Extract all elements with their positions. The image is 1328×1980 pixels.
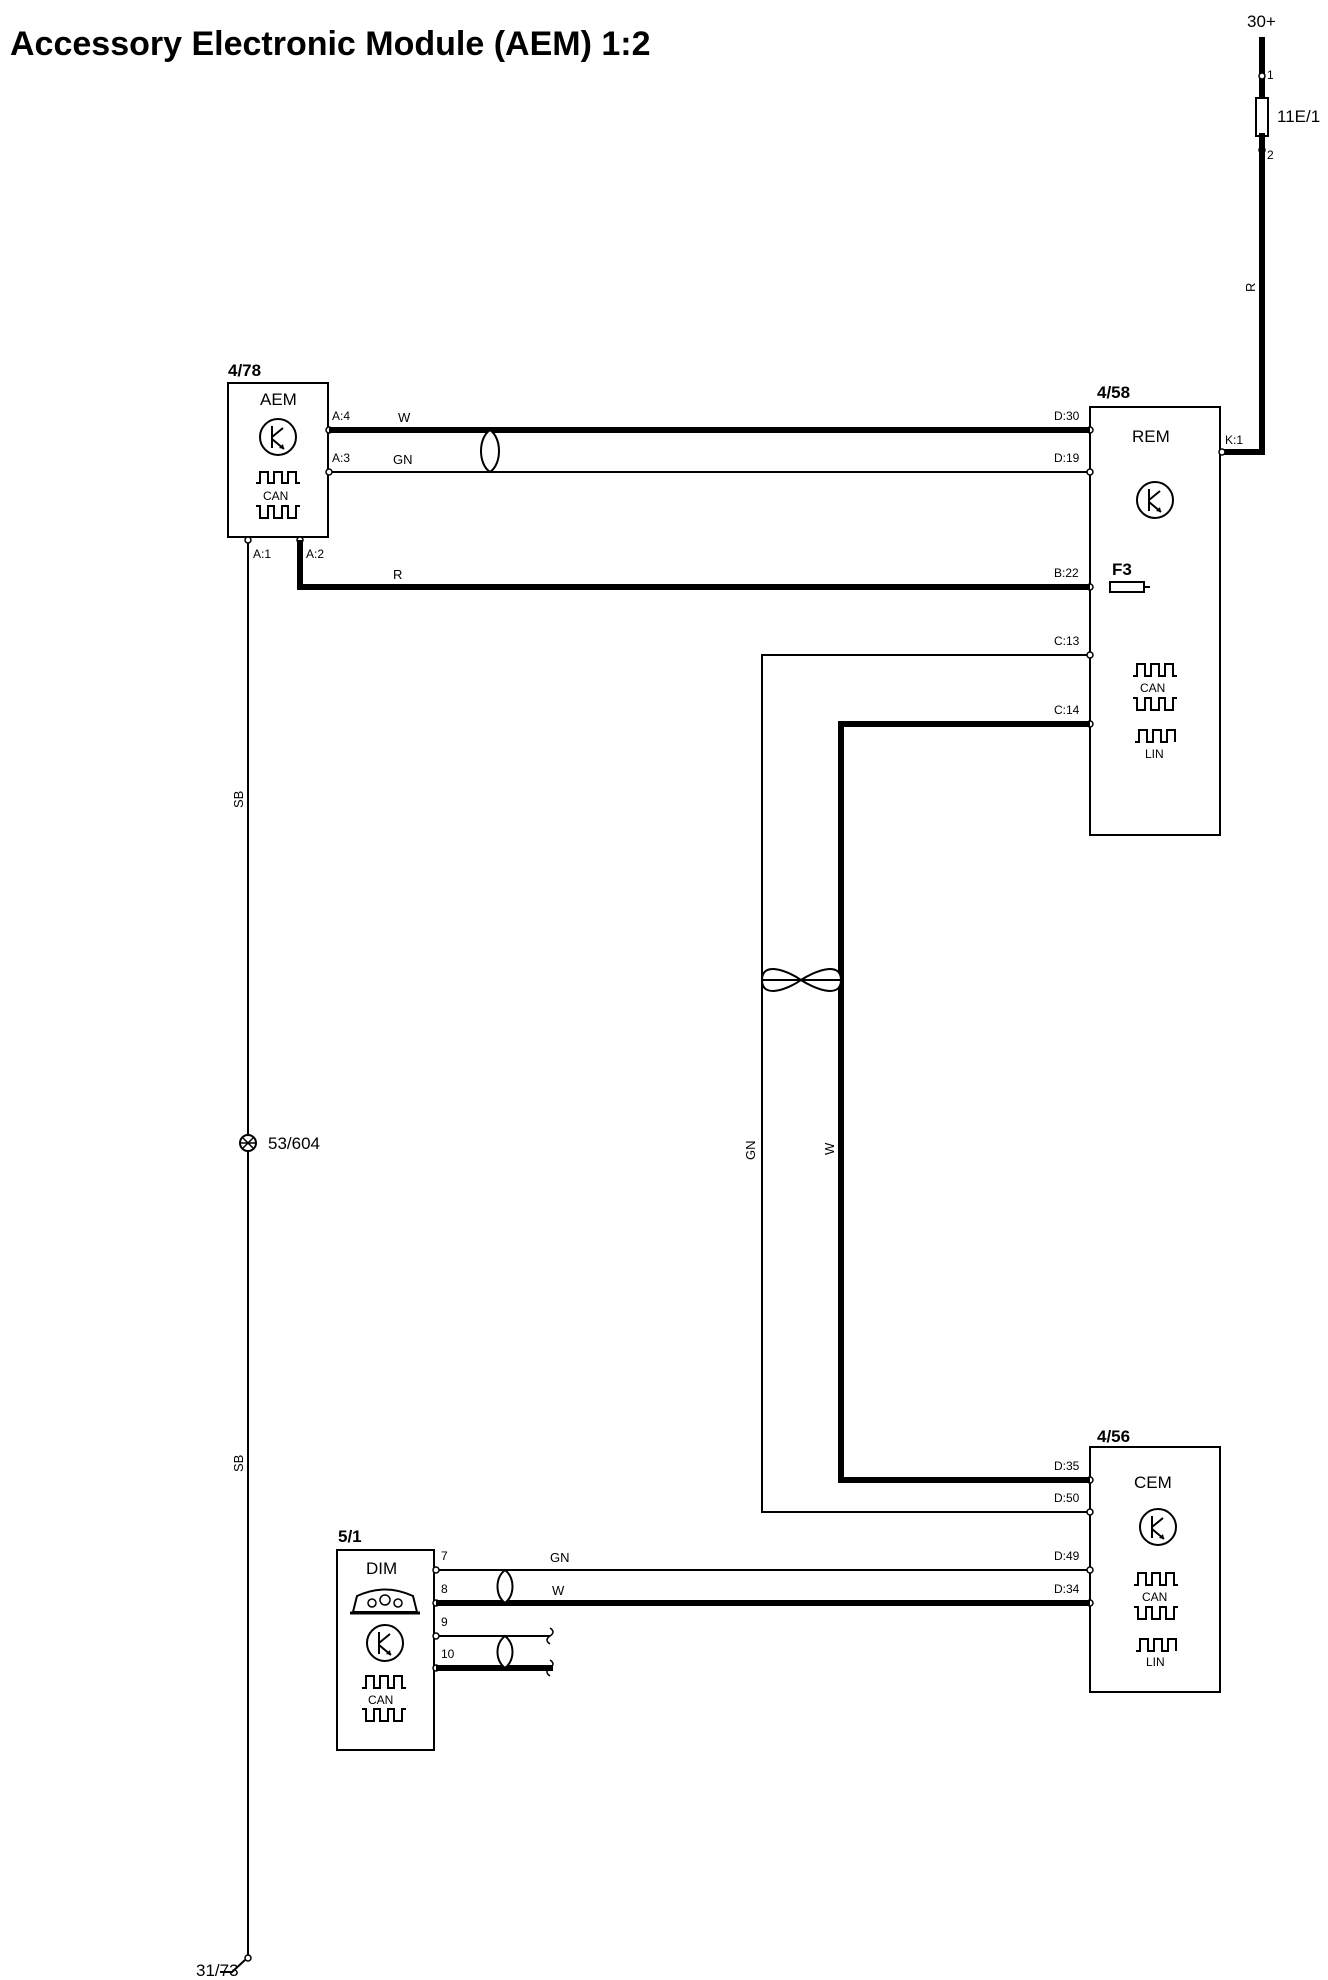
rem-pin-d19-label: D:19 [1054,451,1080,465]
cem-can-label: CAN [1142,1590,1167,1604]
wire-a3-d19-color: GN [393,452,413,467]
rem-pin-d19 [1086,468,1094,476]
transistor-icon [259,418,297,456]
ground-point [244,1954,252,1962]
wire-7-d49-color: GN [550,1550,570,1565]
twisted-pair-symbol [480,428,500,474]
dim-cem-wires: GN W [436,1550,1090,1677]
ground-icon [220,1959,246,1973]
supply-label: 30+ [1247,12,1276,31]
aem-name: AEM [260,390,297,409]
aem-box [227,382,329,538]
aem-ref: 4/78 [228,361,261,380]
wire-c14-d35-color: W [822,1142,837,1155]
can-signal-icon [256,471,300,519]
rem-fuse-f3-label: F3 [1112,560,1132,579]
dim-pin-10-label: 10 [441,1647,455,1661]
rem-pin-c13-label: C:13 [1054,634,1080,648]
aem-pin-a2-label: A:2 [306,547,324,561]
cem-pin-d49-label: D:49 [1054,1549,1080,1563]
supply-wire-color: R [1243,283,1258,292]
rem-pin-b22-label: B:22 [1054,566,1079,580]
aem-pin-a3 [325,468,333,476]
fuse-pin-out-label: 2 [1267,148,1274,162]
wire-break-icon [546,1659,554,1677]
dim-pin-8-label: 8 [441,1582,448,1596]
transistor-icon [1139,1508,1177,1546]
diagram-title: Accessory Electronic Module (AEM) 1:2 [10,25,651,63]
dim-ref: 5/1 [338,1527,362,1546]
aem-rem-wires: W GN R [297,410,1090,590]
aem-pin-a3-label: A:3 [332,451,350,465]
splice-label: 53/604 [268,1134,320,1153]
instrument-cluster-icon [350,1588,420,1615]
dim-can-label: CAN [368,1693,393,1707]
transistor-icon [1136,481,1174,519]
wire-a4-d30-color: W [398,410,411,425]
rem-module: 4/58 REM F3 CAN LIN D:30 D:19 B:22 C:13 [1054,383,1243,836]
rem-lin-label: LIN [1145,747,1164,761]
rem-pin-d30-label: D:30 [1054,409,1080,423]
wire-a2-b22 [297,540,1090,590]
fuse-pin-in [1258,72,1266,80]
cem-pin-d35-label: D:35 [1054,1459,1080,1473]
ground-wire: SB SB 53/604 31/73 [196,543,320,1980]
aem-can-label: CAN [263,489,288,503]
rem-pin-k1 [1218,448,1226,456]
cem-ref: 4/56 [1097,1427,1130,1446]
dim-pin-9-label: 9 [441,1615,448,1629]
transistor-icon [366,1624,404,1662]
can-signal-icon [1134,1572,1178,1620]
wire-8-d34-color: W [552,1583,565,1598]
wire-c14-d35 [838,721,1090,1483]
power-supply: 30+ 1 11E/1 2 R [1219,12,1320,455]
ground-wire-lower-color: SB [231,1455,246,1472]
rem-name: REM [1132,427,1170,446]
can-signal-icon [1133,663,1177,711]
ground-label: 31/73 [196,1961,239,1980]
lin-signal-icon [1135,729,1176,743]
rem-ref: 4/58 [1097,383,1130,402]
fuse-11e1 [1255,97,1269,137]
dim-pin-9 [432,1632,440,1640]
wire-c13-d50 [761,654,1087,1513]
cem-name: CEM [1134,1473,1172,1492]
wire-a2-b22-color: R [393,567,402,582]
fuse-11e1-label: 11E/1 [1277,107,1320,126]
aem-pin-a1 [244,536,252,544]
dim-module: 5/1 DIM CAN 7 8 9 10 [336,1527,455,1751]
rem-pin-c14-label: C:14 [1054,703,1080,717]
rem-supply-wire [1219,133,1265,455]
wire-break-icon [546,1627,554,1645]
rem-cem-wires: GN W [743,654,1090,1513]
wire-c13-d50-color: GN [743,1141,758,1161]
rem-pin-c13 [1086,651,1094,659]
rem-box [1089,406,1221,836]
twisted-pair-symbol [496,1568,514,1605]
cem-pin-d50-label: D:50 [1054,1491,1080,1505]
twisted-pair-symbol [496,1634,514,1670]
aem-pin-a4-label: A:4 [332,409,350,423]
cem-lin-label: LIN [1146,1655,1165,1669]
can-signal-icon [362,1675,406,1722]
rem-pin-k1-label: K:1 [1225,433,1243,447]
cem-pin-d34-label: D:34 [1054,1582,1080,1596]
cem-pin-d50 [1086,1508,1094,1516]
dim-pin-7-label: 7 [441,1549,448,1563]
aem-module: 4/78 AEM CAN A:4 A:3 A:1 A:2 [227,361,350,561]
aem-pin-a1-label: A:1 [253,547,271,561]
cem-module: 4/56 CEM CAN LIN D:35 D:50 D:49 D:34 [1054,1427,1221,1693]
lin-signal-icon [1136,1638,1177,1652]
ground-wire-upper-color: SB [231,791,246,808]
dim-name: DIM [366,1559,397,1578]
rem-can-label: CAN [1140,681,1165,695]
fuse-pin-in-label: 1 [1267,68,1274,82]
rem-fuse-f3 [1109,581,1145,593]
cem-pin-d49 [1086,1566,1094,1574]
dim-pin-7 [432,1566,440,1574]
splice-icon [239,1134,257,1152]
